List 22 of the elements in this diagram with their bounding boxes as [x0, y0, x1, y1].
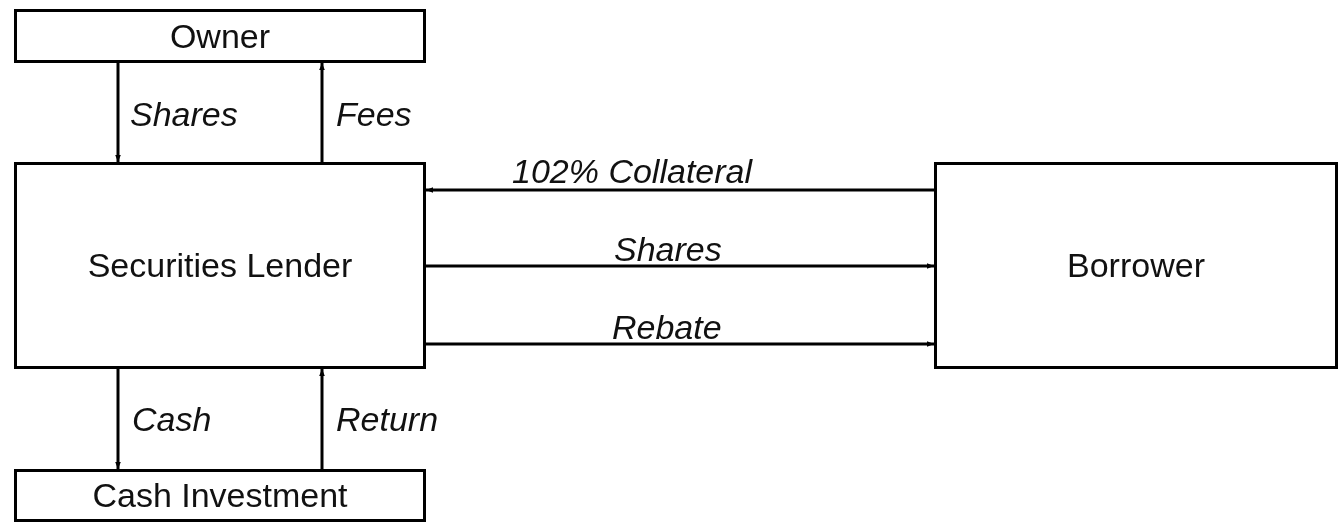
- entity-box: [14, 469, 426, 522]
- edge-label: Shares: [130, 97, 238, 131]
- arrow: [115, 63, 121, 162]
- entity-name: Securities Lender: [87, 246, 353, 285]
- arrow: [426, 263, 934, 269]
- entity-box: [14, 9, 426, 63]
- arrow: [426, 187, 934, 193]
- arrow: [319, 63, 325, 162]
- arrow: [426, 341, 934, 347]
- edge-label: Return: [336, 402, 439, 436]
- entity-name: Owner: [169, 16, 271, 56]
- entity-box: [934, 162, 1338, 369]
- entity-name: Cash Investment: [92, 476, 348, 515]
- entity-box: [14, 162, 426, 369]
- arrow: [115, 369, 121, 469]
- edge-label: Cash: [132, 402, 212, 436]
- edge-label: Shares: [614, 232, 722, 266]
- arrow: [319, 369, 325, 469]
- edge-label: Fees: [336, 97, 412, 131]
- edge-label: Rebate: [612, 310, 722, 344]
- edge-label: 102% Collateral: [512, 154, 753, 188]
- entity-name: Borrower: [1067, 246, 1205, 285]
